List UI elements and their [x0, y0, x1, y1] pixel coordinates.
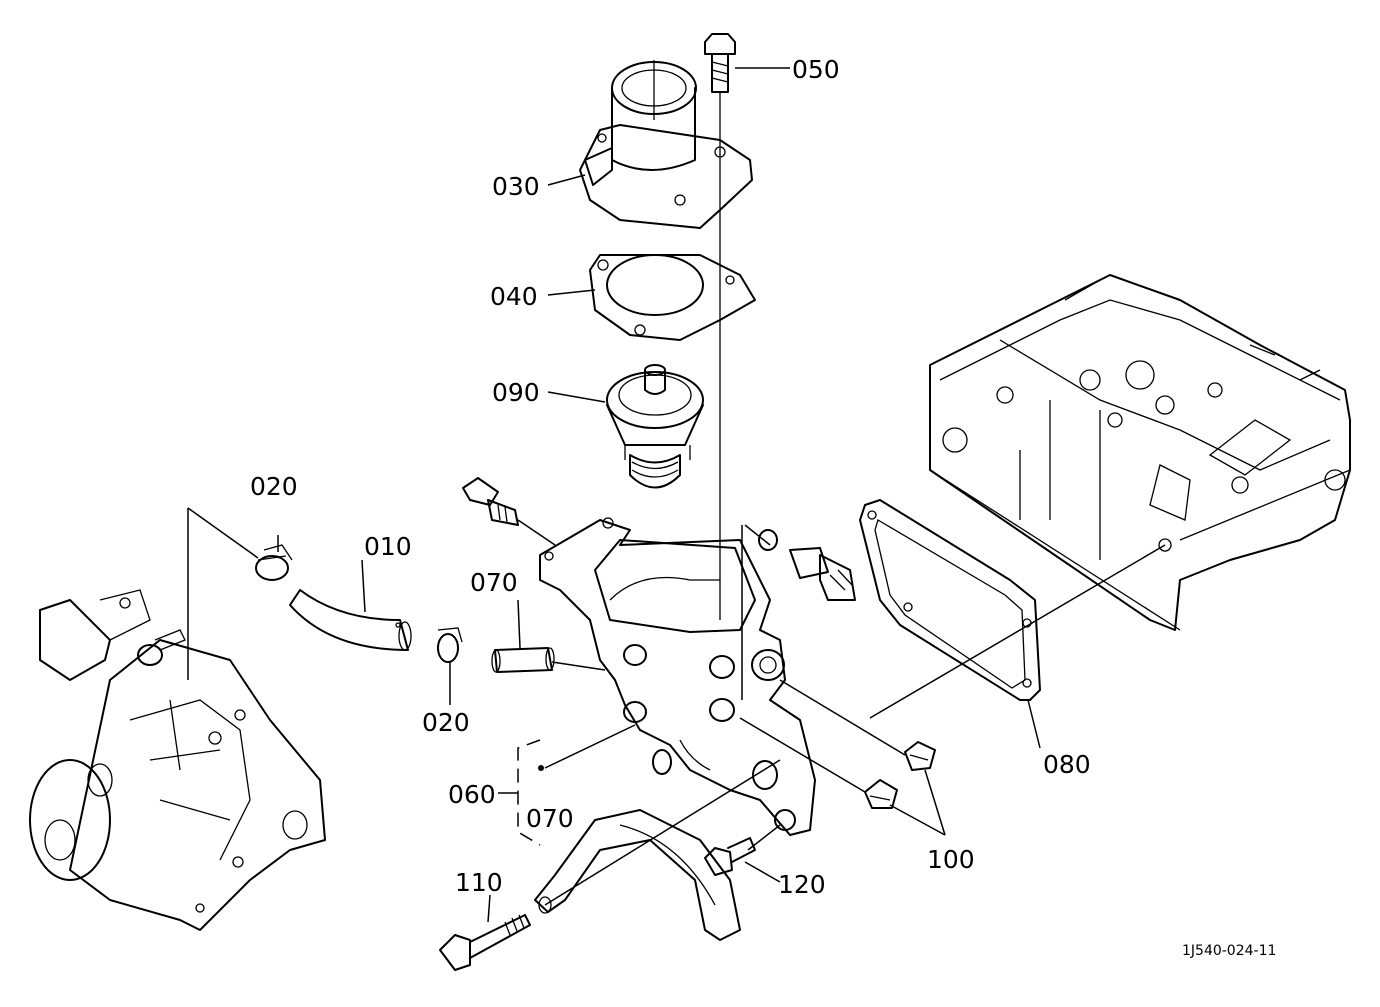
label-part-080: 080 [1043, 750, 1091, 779]
label-part-020-upper: 020 [250, 472, 298, 501]
bolt-120-drawing [704, 837, 756, 876]
plug-100-lower-drawing [864, 779, 898, 809]
label-part-030: 030 [492, 172, 540, 201]
label-part-110: 110 [455, 868, 503, 897]
label-part-040: 040 [490, 282, 538, 311]
thermostat-housing-060-drawing [539, 517, 816, 836]
hose-clamp-020-lower-drawing [437, 627, 463, 663]
thermostat-gasket-040-drawing [589, 254, 756, 341]
hose-clamp-020-upper-drawing [255, 544, 293, 581]
label-part-060: 060 [448, 780, 496, 809]
label-part-090: 090 [492, 378, 540, 407]
bypass-hose-010-drawing [289, 589, 412, 651]
bolt-110-drawing [439, 914, 531, 971]
label-part-050: 050 [792, 55, 840, 84]
plug-100-upper-drawing [904, 741, 936, 771]
pipe-070-drawing [491, 647, 555, 673]
gasket-080-drawing [859, 499, 1041, 701]
cylinder-head-drawing [929, 274, 1351, 631]
label-part-100: 100 [927, 845, 975, 874]
label-part-070-lower: 070 [526, 804, 574, 833]
temperature-sensor-drawing [462, 477, 519, 526]
thermostat-090-drawing [606, 364, 704, 489]
drawing-code: 1J540-024-11 [1182, 943, 1277, 959]
label-part-010: 010 [364, 532, 412, 561]
label-part-070-upper: 070 [470, 568, 518, 597]
water-pump-drawing [29, 508, 326, 931]
thermostat-cover-030-drawing [579, 60, 753, 229]
bracket-drawing [534, 809, 741, 941]
leader-lines [187, 67, 1166, 923]
bolt-050-drawing [704, 33, 736, 580]
label-part-120: 120 [778, 870, 826, 899]
thermo-switch-drawing [758, 529, 856, 601]
label-part-020-lower: 020 [422, 708, 470, 737]
